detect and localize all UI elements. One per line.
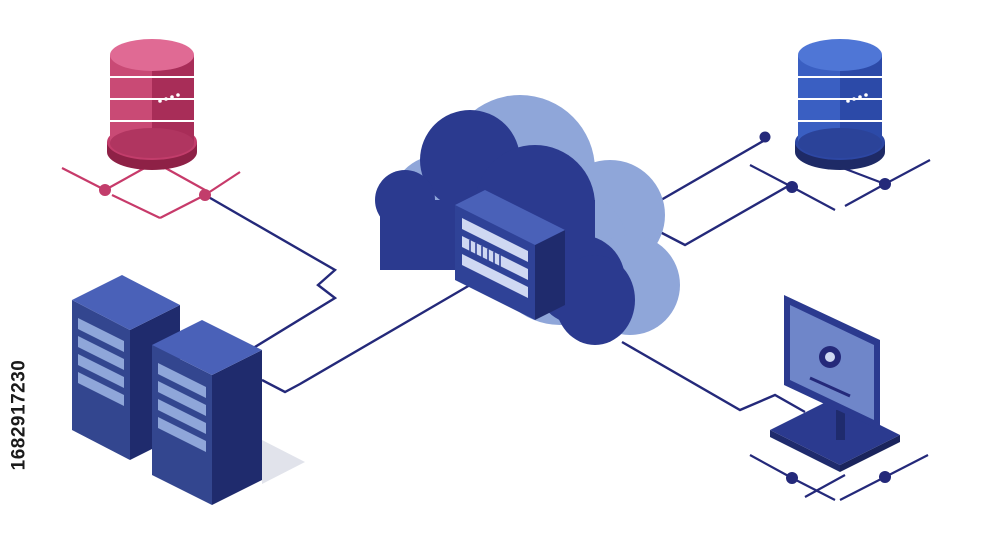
node-dot bbox=[786, 472, 798, 484]
node-dot bbox=[879, 178, 891, 190]
sidebar-stock-id-text: 1682917230 bbox=[8, 359, 30, 471]
node-dot bbox=[759, 131, 771, 143]
node-dot bbox=[879, 471, 891, 483]
node-dot bbox=[199, 189, 211, 201]
server-rack-icon bbox=[455, 190, 565, 320]
link-pink-db-to-servers bbox=[204, 193, 338, 352]
link-cloud-to-blue-db-lower bbox=[659, 183, 791, 247]
node-dot bbox=[786, 181, 798, 193]
sidebar-stock-id: 1682917230 bbox=[4, 300, 34, 530]
pink-db-base-lines bbox=[61, 164, 241, 219]
database-icon bbox=[107, 39, 197, 170]
server-rack-icon bbox=[152, 320, 305, 505]
database-icon bbox=[795, 39, 885, 170]
link-cloud-to-monitor bbox=[621, 340, 806, 414]
link-servers-to-cloud bbox=[261, 283, 471, 394]
monitor-base-lines bbox=[749, 454, 929, 501]
monitor-icon bbox=[770, 295, 900, 472]
gear-icon bbox=[819, 346, 841, 368]
node-dot bbox=[99, 184, 111, 196]
